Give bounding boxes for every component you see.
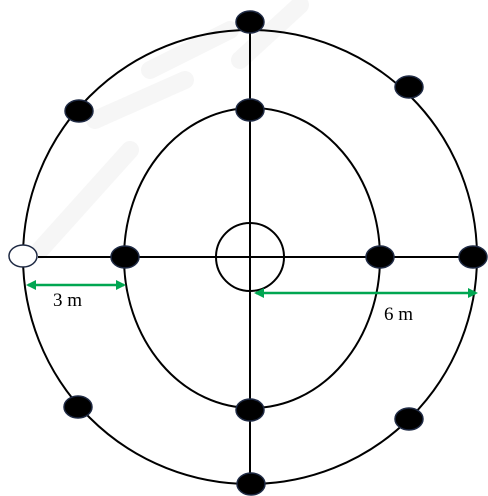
marker-outer-bottom-left: [63, 395, 93, 419]
filled-markers: [63, 10, 488, 496]
marker-outer-bottom-right: [394, 407, 424, 431]
marker-inner-right: [365, 245, 395, 269]
marker-outer-bottom: [236, 472, 266, 496]
marker-outer-top: [235, 10, 265, 34]
marker-outer-right: [458, 245, 488, 269]
marker-outer-top-right: [394, 75, 424, 99]
distance-label-3m: 3 m: [53, 290, 83, 311]
marker-inner-left: [110, 245, 140, 269]
marker-inner-top: [235, 98, 265, 122]
distance-label-6m: 6 m: [384, 304, 414, 325]
open-marker-outer-left: [8, 244, 38, 268]
marker-inner-bottom: [235, 398, 265, 422]
watermark: [31, 0, 309, 259]
marker-outer-top-left: [64, 99, 94, 123]
